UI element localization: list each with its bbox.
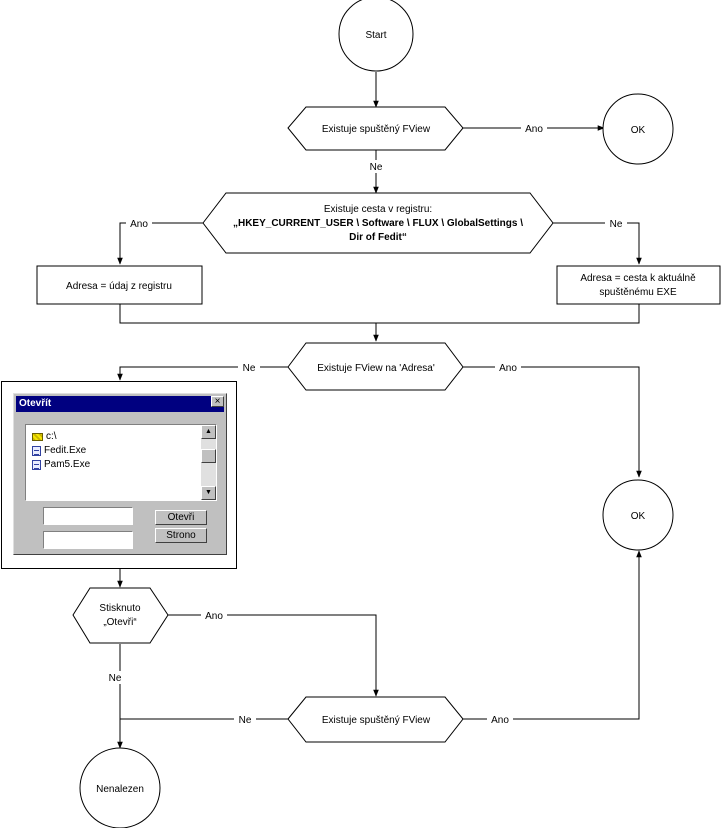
label-no-address: Ne <box>243 363 256 374</box>
registry-label-1: Existuje cesta v registru: <box>324 204 432 215</box>
cancel-button[interactable]: Strono <box>155 528 207 543</box>
drive-icon <box>32 433 43 441</box>
start-node <box>338 0 414 72</box>
list-item[interactable]: Fedit.Exe <box>32 444 86 458</box>
pressed-label-1: Stisknuto <box>99 603 141 614</box>
process-address-registry <box>36 265 203 305</box>
label-yes-address: Ano <box>499 363 517 374</box>
connector-address-yes <box>463 366 642 478</box>
file-list[interactable]: c:\ Fedit.Exe Pam5.Exe ▲ ▼ <box>25 424 217 501</box>
decision-address-label: Existuje FView na 'Adresa' <box>317 363 435 374</box>
label-yes-pressed: Ano <box>205 611 223 622</box>
label-yes-1: Ano <box>525 124 543 135</box>
decision-running-1-label: Existuje spuštěný FView <box>322 124 431 135</box>
file-icon <box>32 460 41 470</box>
decision-running-1 <box>287 106 464 151</box>
ok-node-2 <box>602 479 674 551</box>
label-no-registry: Ne <box>610 219 623 230</box>
connector-registry-no <box>553 222 642 265</box>
scroll-up-icon[interactable]: ▲ <box>201 425 216 439</box>
ok-node-1 <box>602 93 674 165</box>
open-button[interactable]: Otevři <box>155 510 207 525</box>
start-label: Start <box>365 30 386 41</box>
label-no-1: Ne <box>370 162 383 173</box>
close-icon[interactable]: × <box>211 396 224 407</box>
file-icon <box>32 446 41 456</box>
registry-label-3: Dir of Fedit“ <box>349 232 407 243</box>
connector-registry-yes <box>117 222 203 265</box>
list-item-label: c:\ <box>46 431 57 442</box>
connector-pressed-yes <box>168 614 379 697</box>
address-exe-label-1: Adresa = cesta k aktuálně <box>580 273 696 284</box>
label-yes-registry: Ano <box>130 219 148 230</box>
decision-address <box>287 342 464 391</box>
label-yes-running-2: Ano <box>491 715 509 726</box>
connectors <box>117 72 642 749</box>
not-found-label: Nenalezen <box>96 784 144 795</box>
filter-input[interactable] <box>43 531 133 549</box>
ok-1-label: OK <box>631 125 646 136</box>
address-exe-label-2: spuštěnému EXE <box>599 287 677 298</box>
scrollbar[interactable]: ▲ ▼ <box>201 425 216 500</box>
process-address-exe <box>556 265 721 305</box>
connector-running2-yes <box>463 550 642 720</box>
list-item-label: Pam5.Exe <box>44 459 91 470</box>
registry-label-2: „HKEY_CURRENT_USER \ Software \ FLUX \ G… <box>233 218 523 229</box>
list-item[interactable]: c:\ <box>32 430 57 444</box>
connector-address-no <box>117 366 288 381</box>
scroll-down-icon[interactable]: ▼ <box>201 486 216 500</box>
label-no-pressed: Ne <box>109 673 122 684</box>
address-registry-label: Adresa = údaj z registru <box>66 281 172 292</box>
open-dialog: Otevřít × c:\ Fedit.Exe Pam5.Exe ▲ ▼ Ote… <box>13 393 227 555</box>
not-found-node <box>79 747 161 828</box>
decision-registry <box>202 192 554 254</box>
connector-merge <box>119 304 640 324</box>
dialog-title: Otevřít <box>16 396 224 412</box>
filename-input[interactable] <box>43 507 133 525</box>
scroll-thumb[interactable] <box>201 449 216 463</box>
edge-labels: Ne Ano Ano Ne Ne Ano Ano Ne Ne Ano <box>104 122 627 726</box>
ok-2-label: OK <box>631 511 646 522</box>
decision-running-2-label: Existuje spuštěný FView <box>322 715 431 726</box>
pressed-label-2: „Otevři“ <box>103 617 136 628</box>
label-no-running-2: Ne <box>239 715 252 726</box>
decision-pressed <box>72 587 169 644</box>
list-item-label: Fedit.Exe <box>44 445 87 456</box>
list-item[interactable]: Pam5.Exe <box>32 458 90 472</box>
decision-running-2 <box>287 696 464 743</box>
